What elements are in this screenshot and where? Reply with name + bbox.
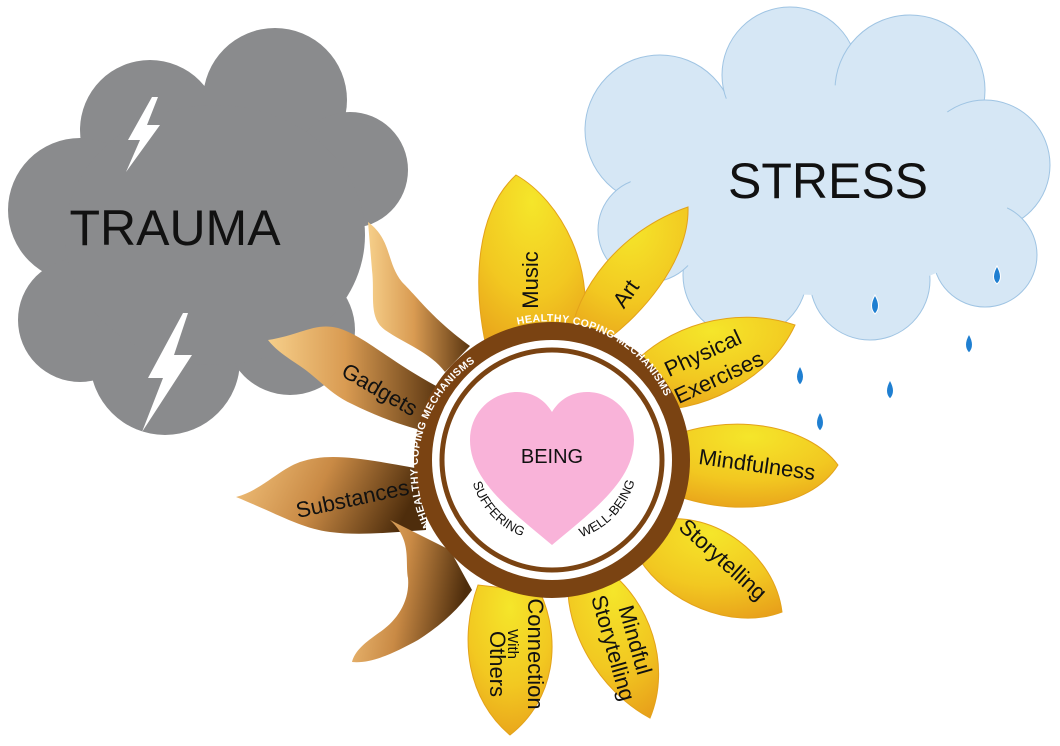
unhealthy-petal-top xyxy=(368,222,470,372)
stress-label: STRESS xyxy=(728,153,928,209)
petal-label-music: Music xyxy=(518,251,543,308)
lightning-bolt-icon xyxy=(126,97,160,172)
lightning-bolt-icon xyxy=(142,313,192,432)
unhealthy-petal-bottom xyxy=(352,520,472,663)
trauma-cloud: TRAUMA xyxy=(8,28,408,435)
raindrop-icon xyxy=(871,294,879,315)
raindrop-icon xyxy=(993,265,1001,285)
heart-icon xyxy=(470,392,634,545)
petal-label-others: Others xyxy=(485,631,510,697)
raindrop-icon xyxy=(816,411,824,432)
raindrop-icon xyxy=(886,379,894,400)
petal-label-with: With xyxy=(504,629,521,659)
unhealthy-petals xyxy=(236,222,472,663)
trauma-label: TRAUMA xyxy=(69,200,281,256)
center-being: BEING SUFFERING WELL-BEING xyxy=(470,392,638,545)
healthy-petals xyxy=(467,174,839,736)
petal-label-connection: Connection xyxy=(523,598,548,709)
unhealthy-petal-gadgets xyxy=(268,326,440,432)
raindrop-icon xyxy=(796,365,804,386)
raindrop-icon xyxy=(965,333,973,354)
unhealthy-petal-substances xyxy=(236,456,426,534)
heart-label: BEING xyxy=(521,446,583,468)
